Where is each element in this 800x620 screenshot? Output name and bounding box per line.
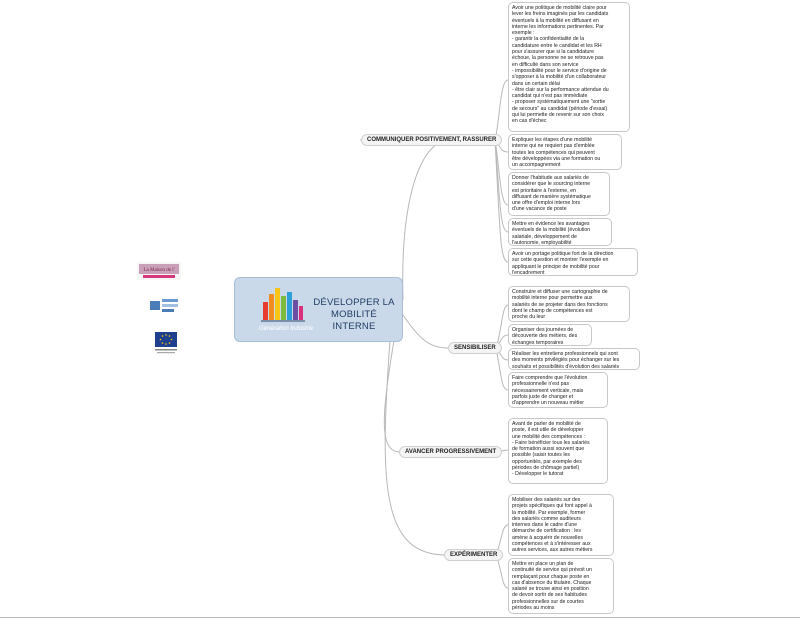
- leaf-experimenter-1[interactable]: Mobiliser des salariés sur des projets s…: [508, 494, 614, 556]
- leaf-sensibiliser-2[interactable]: Organiser des journées de découverte des…: [508, 324, 592, 346]
- fse-logo: [148, 295, 180, 315]
- central-topic-node[interactable]: DÉVELOPPER LA MOBILITÉ INTERNE Génératio…: [234, 277, 403, 342]
- branch-sensibiliser[interactable]: SENSIBILISER: [448, 342, 502, 354]
- generation-industrie-logo: [261, 288, 305, 322]
- eu-flag-logo: [153, 330, 179, 356]
- branch-communiquer[interactable]: COMMUNIQUER POSITIVEMENT, RASSURER: [361, 134, 503, 146]
- leaf-sensibiliser-1[interactable]: Construire et diffuser une cartographie …: [508, 286, 630, 322]
- leaf-communiquer-1[interactable]: Avoir une politique de mobilité claire p…: [508, 2, 630, 132]
- leaf-experimenter-2[interactable]: Mettre en place un plan de continuité de…: [508, 558, 614, 614]
- svg-text:La Maison de l': La Maison de l': [143, 268, 174, 273]
- bottom-divider: [0, 617, 800, 618]
- leaf-communiquer-4[interactable]: Mettre en évidence les avantages éventue…: [508, 218, 612, 246]
- connector-communiquer-leaf3: [494, 139, 509, 206]
- connector-central-experimenter: [384, 339, 447, 556]
- leaf-sensibiliser-3[interactable]: Réaliser les entretiens professionnels q…: [508, 348, 640, 370]
- central-brand-label: Génération Industrie: [259, 326, 314, 332]
- central-topic-title: DÉVELOPPER LA MOBILITÉ INTERNE: [309, 297, 399, 333]
- branch-avancer[interactable]: AVANCER PROGRESSIVEMENT: [399, 446, 503, 458]
- connector-central-communiquer: [360, 139, 451, 301]
- leaf-avancer-1[interactable]: Avant de parler de mobilité de poste, il…: [508, 418, 608, 484]
- connector-central-sensibiliser: [402, 314, 449, 349]
- connector-central-avancer: [383, 334, 401, 453]
- central-title-line1: DÉVELOPPER LA: [313, 297, 395, 308]
- leaf-sensibiliser-4[interactable]: Faire comprendre que l'évolution profess…: [508, 372, 608, 408]
- central-title-line2: MOBILITÉ INTERNE: [331, 309, 377, 332]
- connector-communiquer-leaf5: [494, 139, 509, 263]
- leaf-communiquer-3[interactable]: Donner l'habitude aux salariés de consid…: [508, 172, 610, 216]
- leaf-communiquer-2[interactable]: Expliquer les étapes d'une mobilité inte…: [508, 134, 622, 170]
- connector-communiquer-leaf1: [494, 79, 509, 141]
- branch-experimenter[interactable]: EXPÉRIMENTER: [444, 549, 504, 561]
- leaf-communiquer-5[interactable]: Avoir un portage politique fort de la di…: [508, 248, 638, 276]
- maison-emploi-logo: La Maison de l': [137, 262, 181, 280]
- connector-sensibiliser-leaf4: [495, 347, 509, 391]
